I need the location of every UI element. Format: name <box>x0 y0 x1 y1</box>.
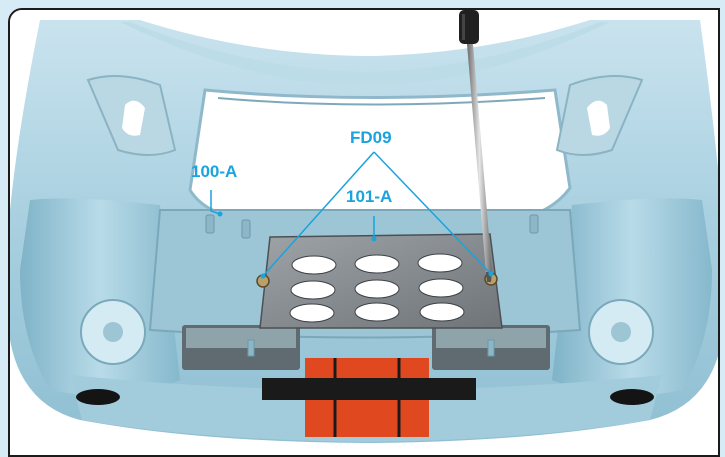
car-front-body-photo <box>10 10 718 455</box>
photo-panel: FD09 100-A 101-A <box>8 8 720 457</box>
callout-fd09: FD09 <box>350 128 392 147</box>
stripe-orange-upper <box>305 358 429 378</box>
screwdriver-icon <box>459 10 492 282</box>
stripe-black-band <box>262 378 476 400</box>
callout-101a: 101-A <box>346 187 393 206</box>
callout-100a: 100-A <box>191 162 238 181</box>
stripe-orange-lower <box>305 400 429 437</box>
